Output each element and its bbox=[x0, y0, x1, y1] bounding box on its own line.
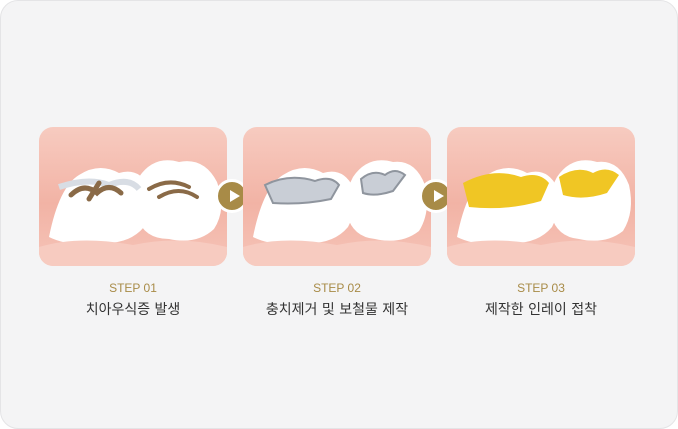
prepared-teeth-image bbox=[243, 127, 431, 266]
step-title: 제작한 인레이 접착 bbox=[485, 302, 597, 318]
play-arrow-icon bbox=[419, 179, 453, 213]
step-title: 치아우식증 발생 bbox=[85, 302, 181, 318]
inlay-teeth-image bbox=[447, 127, 635, 266]
decayed-teeth-image bbox=[39, 127, 227, 266]
step-title: 충치제거 및 보철물 제작 bbox=[265, 302, 409, 318]
step-label: STEP 02 bbox=[313, 281, 361, 295]
step-label: STEP 01 bbox=[109, 281, 157, 295]
step-label: STEP 03 bbox=[517, 281, 565, 295]
